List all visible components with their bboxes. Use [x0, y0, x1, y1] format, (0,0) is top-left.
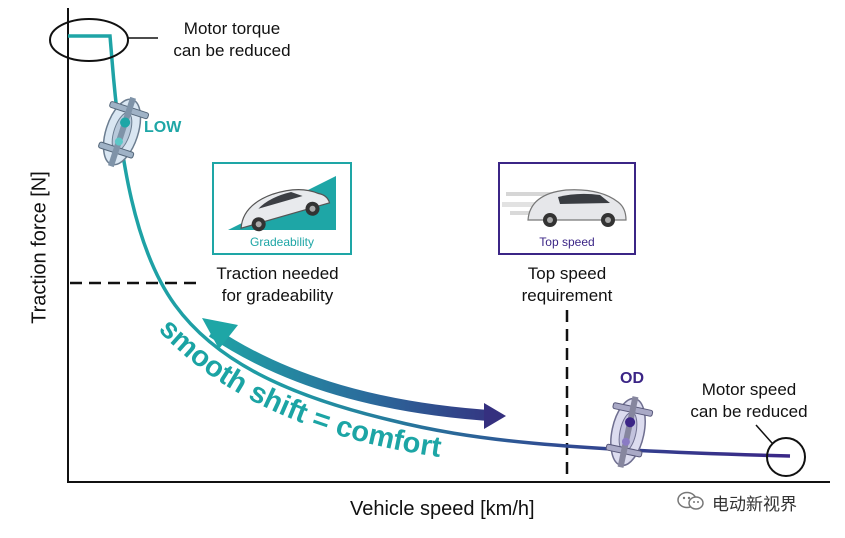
motor-torque-label-line1: Motor torque [183, 19, 281, 38]
top-speed-card: Top speed [498, 162, 636, 255]
speeding-car-icon [502, 189, 627, 227]
smooth-shift-arrow [208, 327, 497, 422]
gradeability-label: Traction needed for gradeability [200, 263, 355, 307]
motor-torque-label: Motor torque can be reduced [162, 18, 302, 62]
gear-od-label: OD [620, 370, 644, 387]
watermark-text: 电动新视界 [712, 495, 797, 514]
x-axis-label: Vehicle speed [km/h] [350, 498, 535, 520]
slogan-text: smooth shift = comfort [153, 313, 444, 465]
y-axis-label: Traction force [N] [28, 171, 51, 324]
motor-torque-label-line2: can be reduced [173, 41, 291, 60]
motor-speed-label-line1: Motor speed [701, 380, 797, 399]
gradeability-label-line2: for gradeability [221, 286, 334, 305]
motor-speed-leader [755, 424, 773, 444]
car-on-slope-icon [228, 176, 336, 232]
gear-low-label: LOW [144, 119, 182, 136]
top-speed-label-line1: Top speed [527, 264, 607, 283]
gearbox-od-icon [605, 396, 654, 468]
top-speed-label: Top speed requirement [497, 263, 637, 307]
motor-speed-label: Motor speed can be reduced [676, 379, 822, 423]
arrow-head-left [202, 318, 238, 349]
gradeability-card-caption: Gradeability [249, 235, 315, 249]
motor-speed-circle [766, 437, 806, 477]
traction-curve [68, 34, 791, 458]
gradeability-card: Gradeability [212, 162, 352, 255]
motor-torque-circle [49, 18, 129, 62]
arrow-head-right [484, 403, 506, 429]
gearbox-low-icon [98, 96, 150, 168]
wechat-icon [677, 491, 704, 510]
top-speed-label-line2: requirement [521, 286, 613, 305]
top-speed-card-caption: Top speed [539, 235, 595, 249]
motor-speed-label-line2: can be reduced [690, 402, 808, 421]
slogan-text-path: smooth shift = comfort [153, 313, 444, 465]
gradeability-label-line1: Traction needed [216, 264, 339, 283]
